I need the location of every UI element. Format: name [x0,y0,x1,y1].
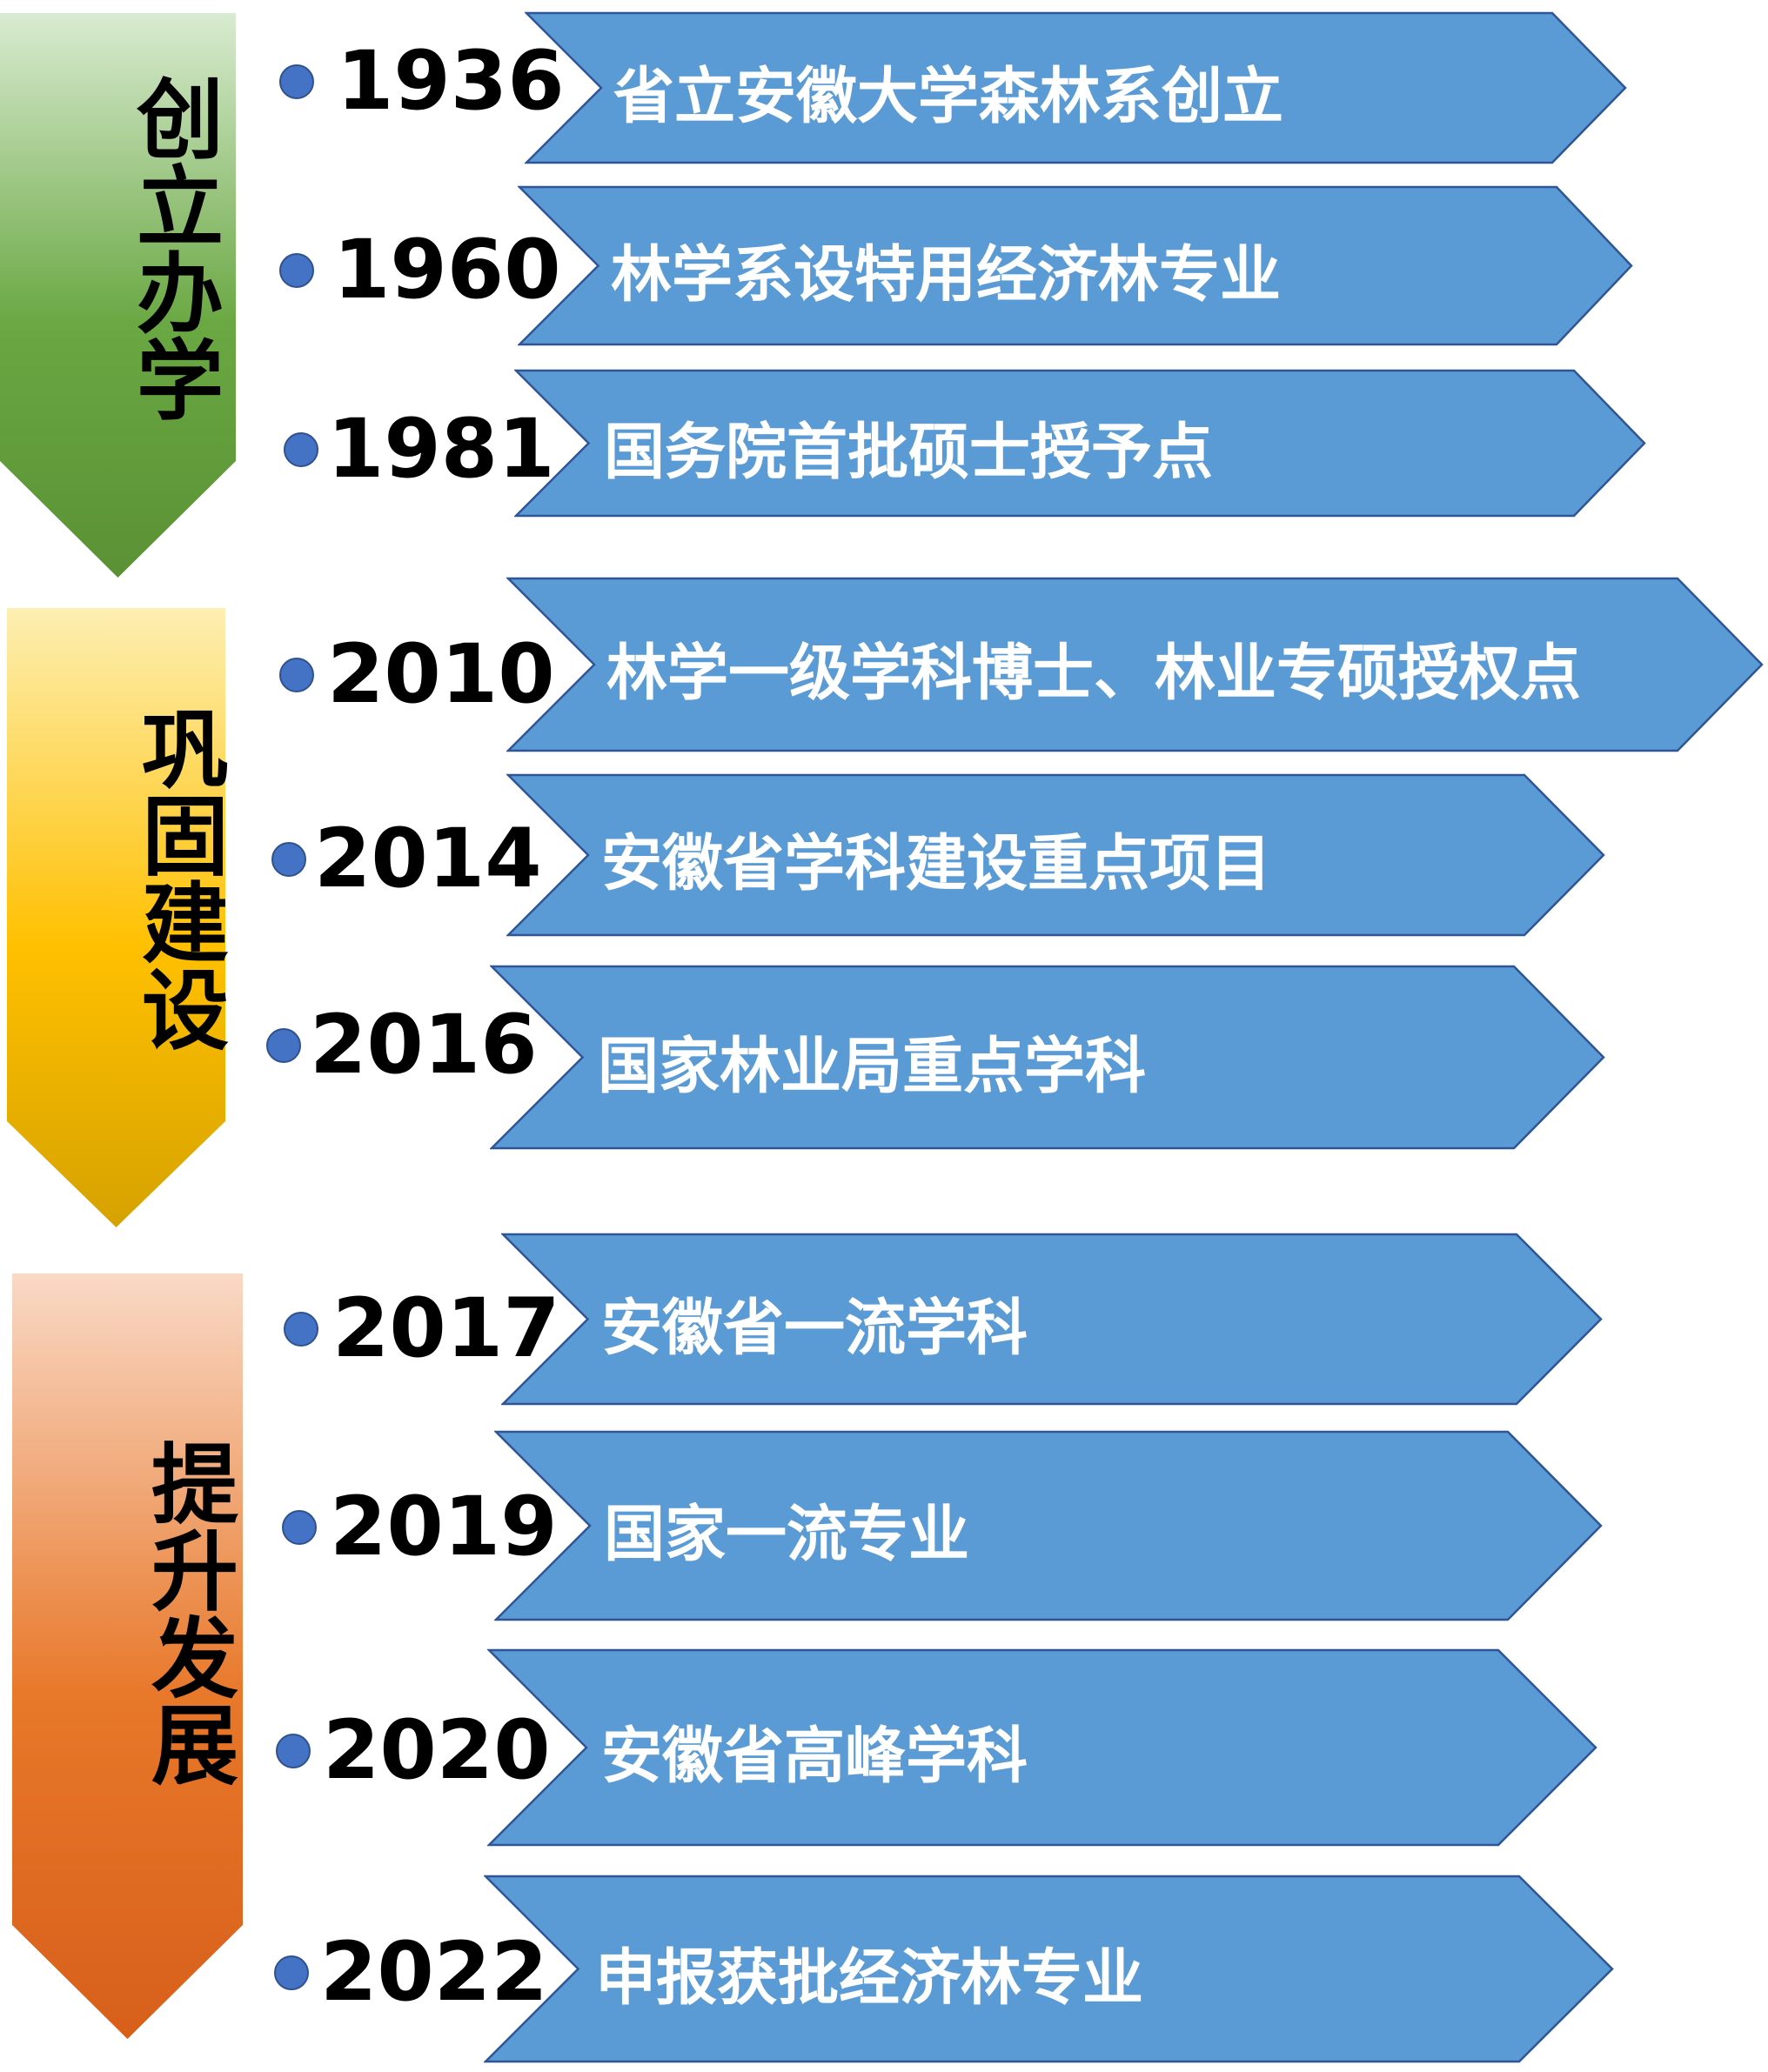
event-arrow [490,965,1605,1150]
event-year: 2017 [332,1281,560,1376]
chevron-shape [7,608,225,1227]
phase-label: 巩固建设 [126,704,229,1052]
event-description: 国务院首批硕士授予点 [604,416,1213,487]
phase-chevron-2: 巩固建设 [7,608,229,1227]
event-arrow [518,185,1633,346]
event-year: 1981 [327,402,555,497]
event-arrow [487,1648,1597,1847]
bullet-dot-icon [284,1312,318,1347]
event-description: 安徽省一流学科 [601,1292,1028,1363]
bullet-dot-icon [282,1510,317,1545]
event-description: 安徽省高峰学科 [601,1720,1028,1792]
phase-chevron-1: 创立办学 [0,13,236,578]
event-arrow [514,369,1646,518]
event-year: 2022 [320,1925,548,2020]
event-description: 省立安徽大学森林系创立 [613,60,1283,132]
event-year: 1936 [337,34,565,129]
bullet-dot-icon [279,658,314,692]
chevron-shape [12,1273,243,2039]
event-arrow [494,1430,1603,1621]
bullet-dot-icon [266,1028,301,1063]
phase-label: 提升发展 [136,1439,238,1787]
event-description: 申报获批经济林专业 [595,1942,1143,2013]
event-arrow [525,11,1627,164]
bullet-dot-icon [284,432,318,467]
event-description: 林学一级学科博士、林业专硕授权点 [606,637,1581,709]
event-arrow [484,1875,1614,2063]
event-arrow [506,773,1605,937]
bullet-dot-icon [274,1955,309,1990]
bullet-dot-icon [271,842,306,877]
event-description: 国家一流专业 [604,1498,969,1570]
phase-label: 创立办学 [121,74,224,422]
event-description: 国家林业局重点学科 [598,1030,1146,1101]
bullet-dot-icon [276,1734,311,1768]
event-arrow [501,1233,1603,1406]
event-arrow [506,577,1764,752]
chevron-shape [0,13,236,578]
bullet-dot-icon [279,64,314,99]
phase-chevron-3: 提升发展 [12,1273,243,2039]
event-year: 2014 [314,812,542,906]
event-year: 2019 [330,1480,558,1574]
event-year: 2020 [323,1703,551,1798]
event-description: 林学系设特用经济林专业 [611,238,1281,310]
bullet-dot-icon [279,253,314,288]
event-year: 2010 [327,627,555,722]
event-description: 安徽省学科建设重点项目 [601,827,1271,899]
event-year: 2016 [310,998,538,1093]
event-year: 1960 [333,223,561,317]
